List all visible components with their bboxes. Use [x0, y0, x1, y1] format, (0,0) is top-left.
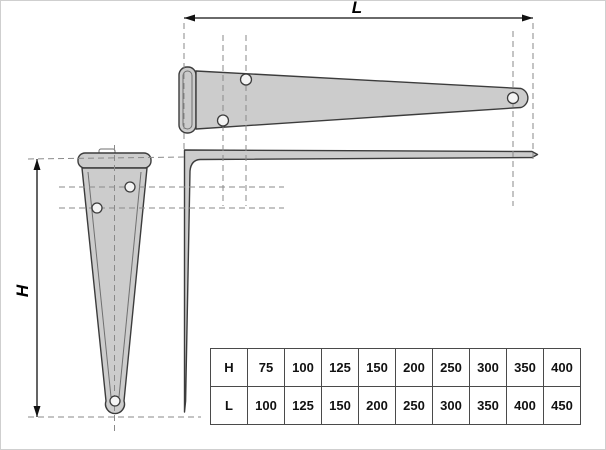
top-view-body	[195, 70, 529, 130]
table-cell: 125	[284, 386, 322, 425]
screw-hole-front-view-bottom	[109, 395, 121, 407]
top-view-bracket	[178, 66, 529, 134]
height-dimension-label: H	[13, 284, 32, 297]
screw-hole-front-view-1	[124, 181, 136, 193]
table-row-h: H 75 100 125 150 200 250 300 350 400	[210, 348, 581, 387]
side-view-bracket	[183, 149, 539, 413]
side-view-profile	[183, 149, 539, 413]
table-cell: 450	[543, 386, 581, 425]
top-view-flange	[178, 66, 197, 134]
table-cell: 75	[247, 348, 285, 387]
table-cell: 100	[284, 348, 322, 387]
table-cell: 300	[469, 348, 507, 387]
front-view-inner-edge-right	[118, 171, 142, 398]
length-dimension-label: L	[352, 1, 362, 17]
screw-hole-top-view-1	[239, 73, 253, 86]
table-cell: 350	[469, 386, 507, 425]
screw-hole-top-view-tip	[506, 91, 520, 105]
table-cell: 150	[358, 348, 396, 387]
table-cell: 350	[506, 348, 544, 387]
table-cell: 250	[395, 386, 433, 425]
arrowhead-left-icon	[184, 14, 195, 22]
table-cell: 125	[321, 348, 359, 387]
table-cell: 300	[432, 386, 470, 425]
screw-holes	[91, 73, 520, 407]
extension-line-h-top	[27, 156, 188, 160]
row-label-l: L	[210, 386, 248, 425]
top-view-flange-inner-line	[182, 70, 193, 130]
table-row-l: L 100 125 150 200 250 300 350 400 450	[210, 386, 581, 425]
arrowhead-right-icon	[522, 14, 533, 22]
table-cell: 100	[247, 386, 285, 425]
arrowhead-down-icon	[33, 406, 41, 417]
table-cell: 200	[358, 386, 396, 425]
construction-lines	[27, 23, 534, 433]
dimension-h: H	[13, 159, 41, 417]
dimension-table: H 75 100 125 150 200 250 300 350 400 L 1…	[210, 348, 581, 425]
table-cell: 400	[543, 348, 581, 387]
arrowhead-up-icon	[33, 159, 41, 170]
screw-hole-front-view-2	[91, 202, 103, 214]
table-cell: 150	[321, 386, 359, 425]
table-cell: 400	[506, 386, 544, 425]
table-cell: 250	[432, 348, 470, 387]
dimension-l: L	[184, 1, 533, 22]
table-cell: 200	[395, 348, 433, 387]
row-label-h: H	[210, 348, 248, 387]
screw-hole-top-view-2	[216, 114, 230, 127]
